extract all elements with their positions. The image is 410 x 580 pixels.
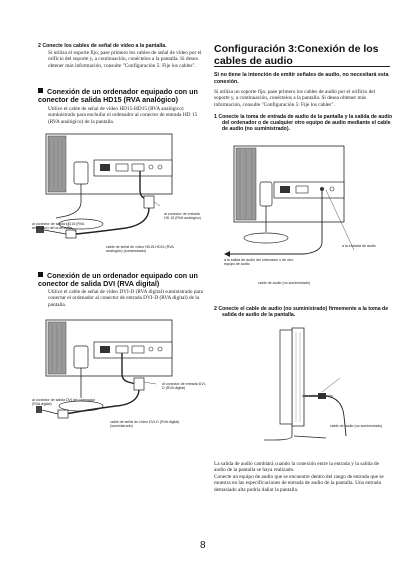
section-dvi-heading: Conexión de un ordenador equipado con un…	[38, 271, 198, 289]
outro-text: La salida de audio cambiará cuando la co…	[214, 461, 380, 474]
fig1-caption-input: al conector de entrada HD 15 (RVA analóg…	[164, 212, 201, 221]
figure-dvi-connection	[36, 319, 173, 419]
section-hd15-body: Utilice el cable de señal de vídeo HD15-…	[48, 106, 198, 125]
fig4-caption-cable: cable de audio (no suministrado)	[330, 424, 383, 428]
fig1-caption-output: al conector de salida HD15 (RVA analógic…	[32, 222, 85, 231]
intro-body: Si utiliza un soporte fijo, pase primero…	[214, 89, 376, 108]
section-dvi-body: Utilice el cable de señal de vídeo DVI-D…	[48, 289, 203, 308]
fig3-caption-input: a la entrada de audio	[342, 244, 376, 248]
step-2-heading: 2 Conecte los cables de señal de vídeo a…	[38, 43, 167, 49]
step-2-audio-heading: 2 Conecte el cable de audio (no suminist…	[214, 306, 389, 319]
title-divider	[214, 66, 390, 67]
fig2-caption-input: al conector de entrada DVI-D (RVA digita…	[162, 382, 206, 391]
outro-text-2: Conecte un equipo de audio que se encuen…	[214, 474, 384, 493]
square-bullet-icon	[38, 272, 43, 277]
figure-audio-input	[224, 145, 355, 257]
fig1-caption-cable: cable de señal de vídeo HD15-HD15 (RVA a…	[106, 245, 174, 254]
step-1-heading: 1 Conecte la toma de entrada de audio de…	[214, 114, 393, 133]
section-hd15-heading: Conexión de un ordenador equipado con un…	[38, 87, 198, 105]
intro-note: Si no tiene la intención de emitir señal…	[214, 72, 389, 85]
page-title: Configuración 3:Conexión de los cables d…	[214, 43, 379, 67]
fig4-caption-output: a la salida de audio	[302, 394, 333, 398]
figure-hd15-connection	[36, 133, 173, 239]
page-number: 8	[200, 540, 206, 551]
figure-audio-output	[264, 327, 347, 441]
fig2-caption-cable: cable de señal de vídeo DVI-D (RVA digit…	[110, 420, 180, 429]
fig3-caption-cable: cable de audio (no suministrado)	[258, 281, 311, 285]
fig3-caption-output: a la salida de audio del ordenador o de …	[224, 258, 294, 267]
square-bullet-icon	[38, 88, 43, 93]
fig2-caption-output: al conector de salida DVI del ordenador …	[32, 398, 96, 407]
step-2-body: Si utiliza el soporte fijo, pase primero…	[48, 50, 202, 69]
